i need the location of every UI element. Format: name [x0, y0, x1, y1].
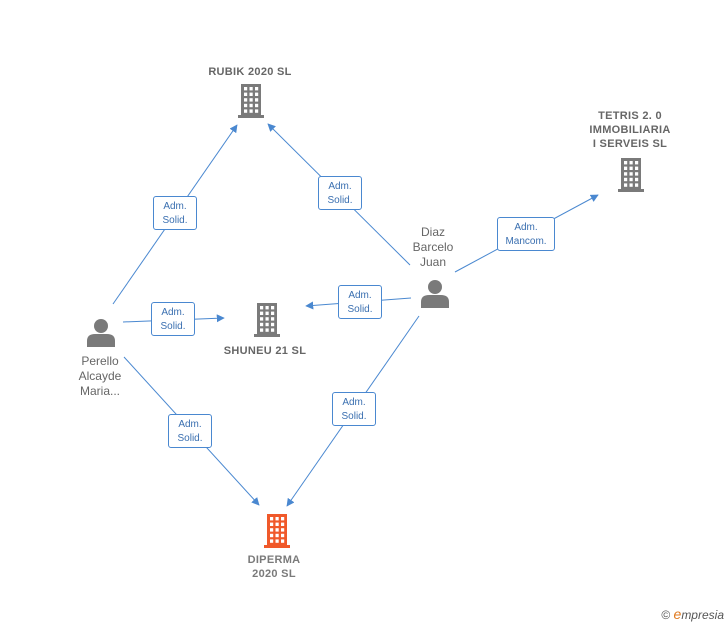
building-icon-rubik[interactable]: [238, 84, 264, 118]
brand-initial: e: [673, 606, 682, 622]
edge-label-perello-rubik: Adm.Solid.: [153, 196, 197, 230]
edge-label-diaz-rubik: Adm.Solid.: [318, 176, 362, 210]
company-label-diperma[interactable]: DIPERMA 2020 SL: [247, 554, 301, 580]
company-label-shuneu[interactable]: SHUNEU 21 SL: [223, 345, 307, 357]
company-label-rubik[interactable]: RUBIK 2020 SL: [208, 66, 292, 78]
person-icon-perello[interactable]: [87, 319, 115, 347]
edge-label-perello-shuneu: Adm.Solid.: [151, 302, 195, 336]
building-icon-diperma[interactable]: [264, 514, 290, 548]
edge-label-diaz-diperma: Adm.Solid.: [332, 392, 376, 426]
edge-label-diaz-tetris: Adm.Mancom.: [497, 217, 555, 251]
edge-label-diaz-shuneu: Adm.Solid.: [338, 285, 382, 319]
copyright-symbol: ©: [661, 608, 671, 622]
building-icon-shuneu[interactable]: [254, 303, 280, 337]
brand-name: mpresia: [681, 608, 724, 622]
empresia-watermark[interactable]: © empresia: [661, 606, 724, 622]
company-label-tetris[interactable]: TETRIS 2. 0 IMMOBILIARIA I SERVEIS SL: [589, 110, 671, 150]
person-icon-diaz[interactable]: [421, 280, 449, 308]
building-icon-tetris[interactable]: [618, 158, 644, 192]
person-label-perello[interactable]: Perello Alcayde Maria...: [78, 354, 122, 398]
person-label-diaz[interactable]: Diaz Barcelo Juan: [412, 225, 454, 269]
edge-label-perello-diperma: Adm.Solid.: [168, 414, 212, 448]
